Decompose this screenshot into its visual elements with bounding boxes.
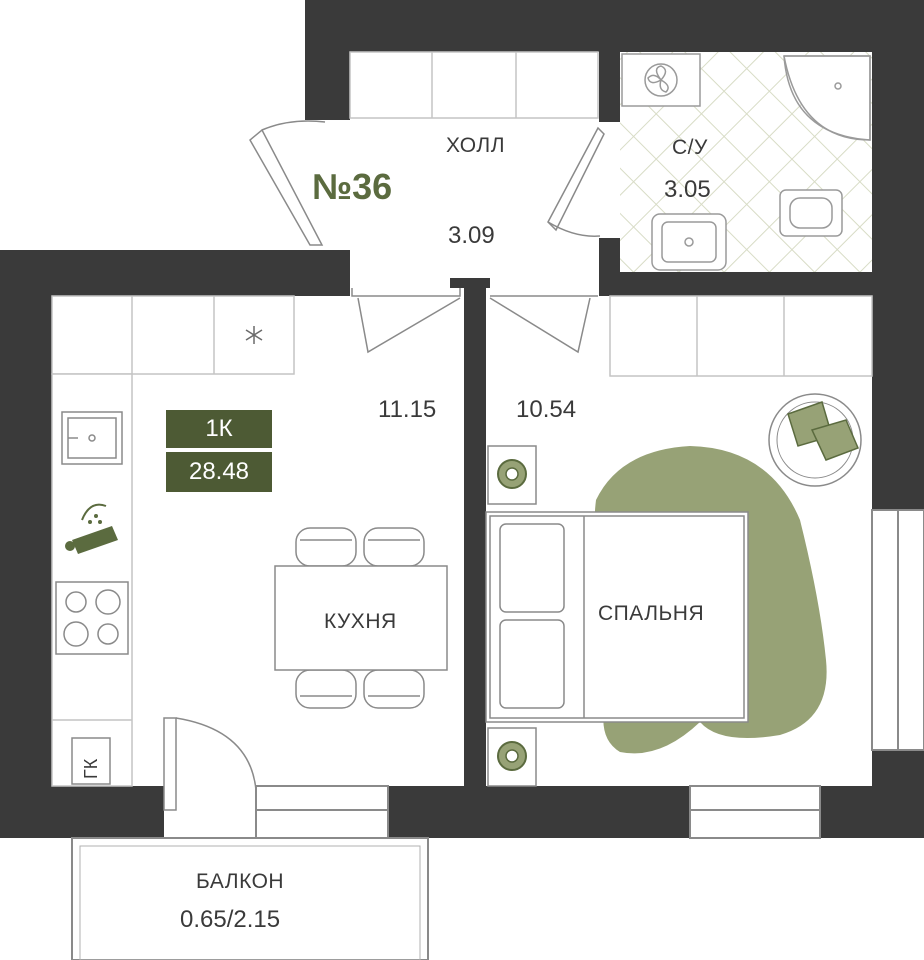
balcony	[71, 837, 429, 960]
gk-label: ГК	[81, 758, 101, 779]
hall-area: 3.09	[448, 222, 495, 249]
apartment-number: №36	[312, 166, 393, 207]
bedroom-area: 10.54	[516, 396, 577, 423]
balcony-area: 0.65/2.15	[180, 906, 281, 933]
kitchen-name: КУХНЯ	[324, 610, 397, 633]
total-area-badge: 28.48	[166, 452, 272, 492]
bathroom-fixtures	[621, 53, 871, 271]
shower-icon	[783, 55, 871, 141]
bathroom-area: 3.05	[664, 176, 711, 203]
gk-box	[71, 737, 111, 785]
balcony-name: БАЛКОН	[196, 870, 285, 893]
apartment-type-badge: 1К	[166, 410, 272, 448]
snowflake-icon	[245, 326, 263, 344]
kitchen-area: 11.15	[378, 396, 437, 423]
armchair	[768, 393, 862, 487]
doors	[163, 120, 605, 811]
dining-set	[274, 527, 448, 709]
hall-wardrobe	[349, 51, 599, 119]
cutting-board-icon	[65, 503, 118, 554]
stove-icon	[55, 581, 129, 655]
kitchen-sink-icon	[61, 411, 123, 465]
bathroom-name: С/У	[672, 136, 708, 159]
hall-name: ХОЛЛ	[446, 134, 505, 157]
walls	[0, 0, 924, 838]
bedroom-name: СПАЛЬНЯ	[598, 602, 705, 625]
nightstands	[487, 445, 537, 787]
bedroom-wardrobe	[609, 295, 873, 377]
bed	[485, 511, 749, 723]
